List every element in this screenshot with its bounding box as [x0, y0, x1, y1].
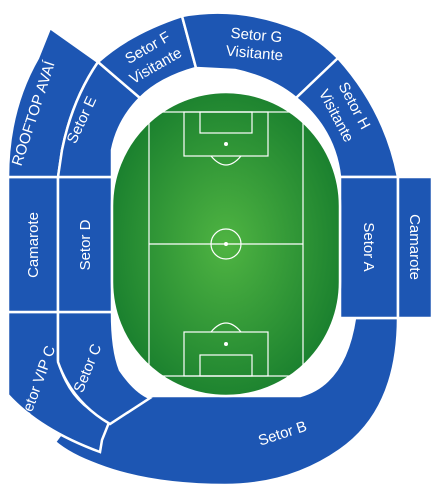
sector-d[interactable] — [56, 175, 114, 314]
sector-b[interactable] — [53, 316, 400, 487]
sector-a[interactable] — [338, 175, 400, 320]
sector-g-visitante[interactable] — [180, 11, 340, 100]
pitch-markings — [148, 111, 304, 377]
sector-camarote-left[interactable] — [6, 175, 60, 314]
sector-c[interactable] — [56, 310, 153, 426]
sector-camarote-right[interactable] — [396, 175, 434, 320]
